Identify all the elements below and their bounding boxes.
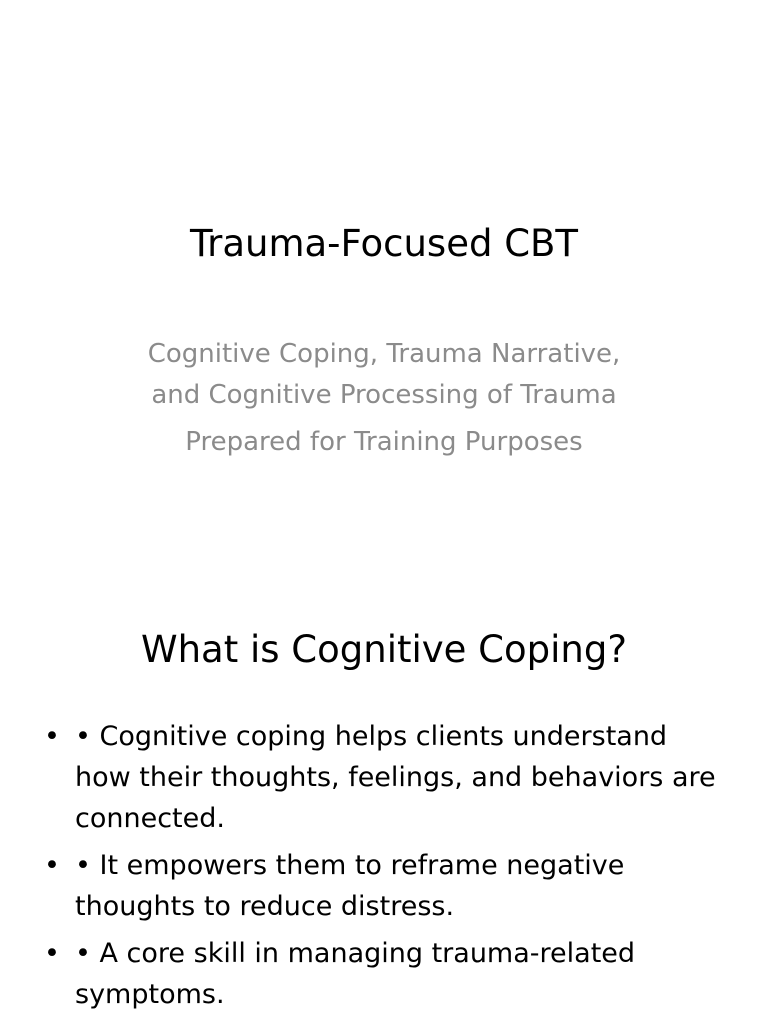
content-slide: What is Cognitive Coping? • • Cognitive … — [0, 576, 768, 1024]
subtitle-line: Cognitive Coping, Trauma Narrative, — [147, 339, 621, 369]
presentation-subtitle: Cognitive Coping, Trauma Narrative, and … — [0, 334, 768, 463]
bullet-item: • • It empowers them to reframe negative… — [0, 845, 768, 927]
bullet-text: • Cognitive coping helps clients underst… — [75, 721, 716, 834]
title-slide: Trauma-Focused CBT Cognitive Coping, Tra… — [0, 222, 768, 463]
bullet-text: • It empowers them to reframe negative t… — [75, 850, 625, 922]
bullet-marker: • — [44, 850, 60, 881]
presentation-title: Trauma-Focused CBT — [189, 222, 579, 265]
slide-title: What is Cognitive Coping? — [140, 628, 627, 671]
bullet-item: • • Cognitive coping helps clients under… — [0, 716, 768, 839]
subtitle-line: Prepared for Training Purposes — [185, 427, 583, 457]
subtitle-line: and Cognitive Processing of Trauma — [151, 380, 617, 410]
bullet-text: • A core skill in managing trauma-relate… — [75, 938, 636, 1010]
bullet-item: • • A core skill in managing trauma-rela… — [0, 933, 768, 1015]
bullet-list: • • Cognitive coping helps clients under… — [0, 716, 768, 1021]
bullet-marker: • — [44, 938, 60, 969]
bullet-marker: • — [44, 721, 60, 752]
